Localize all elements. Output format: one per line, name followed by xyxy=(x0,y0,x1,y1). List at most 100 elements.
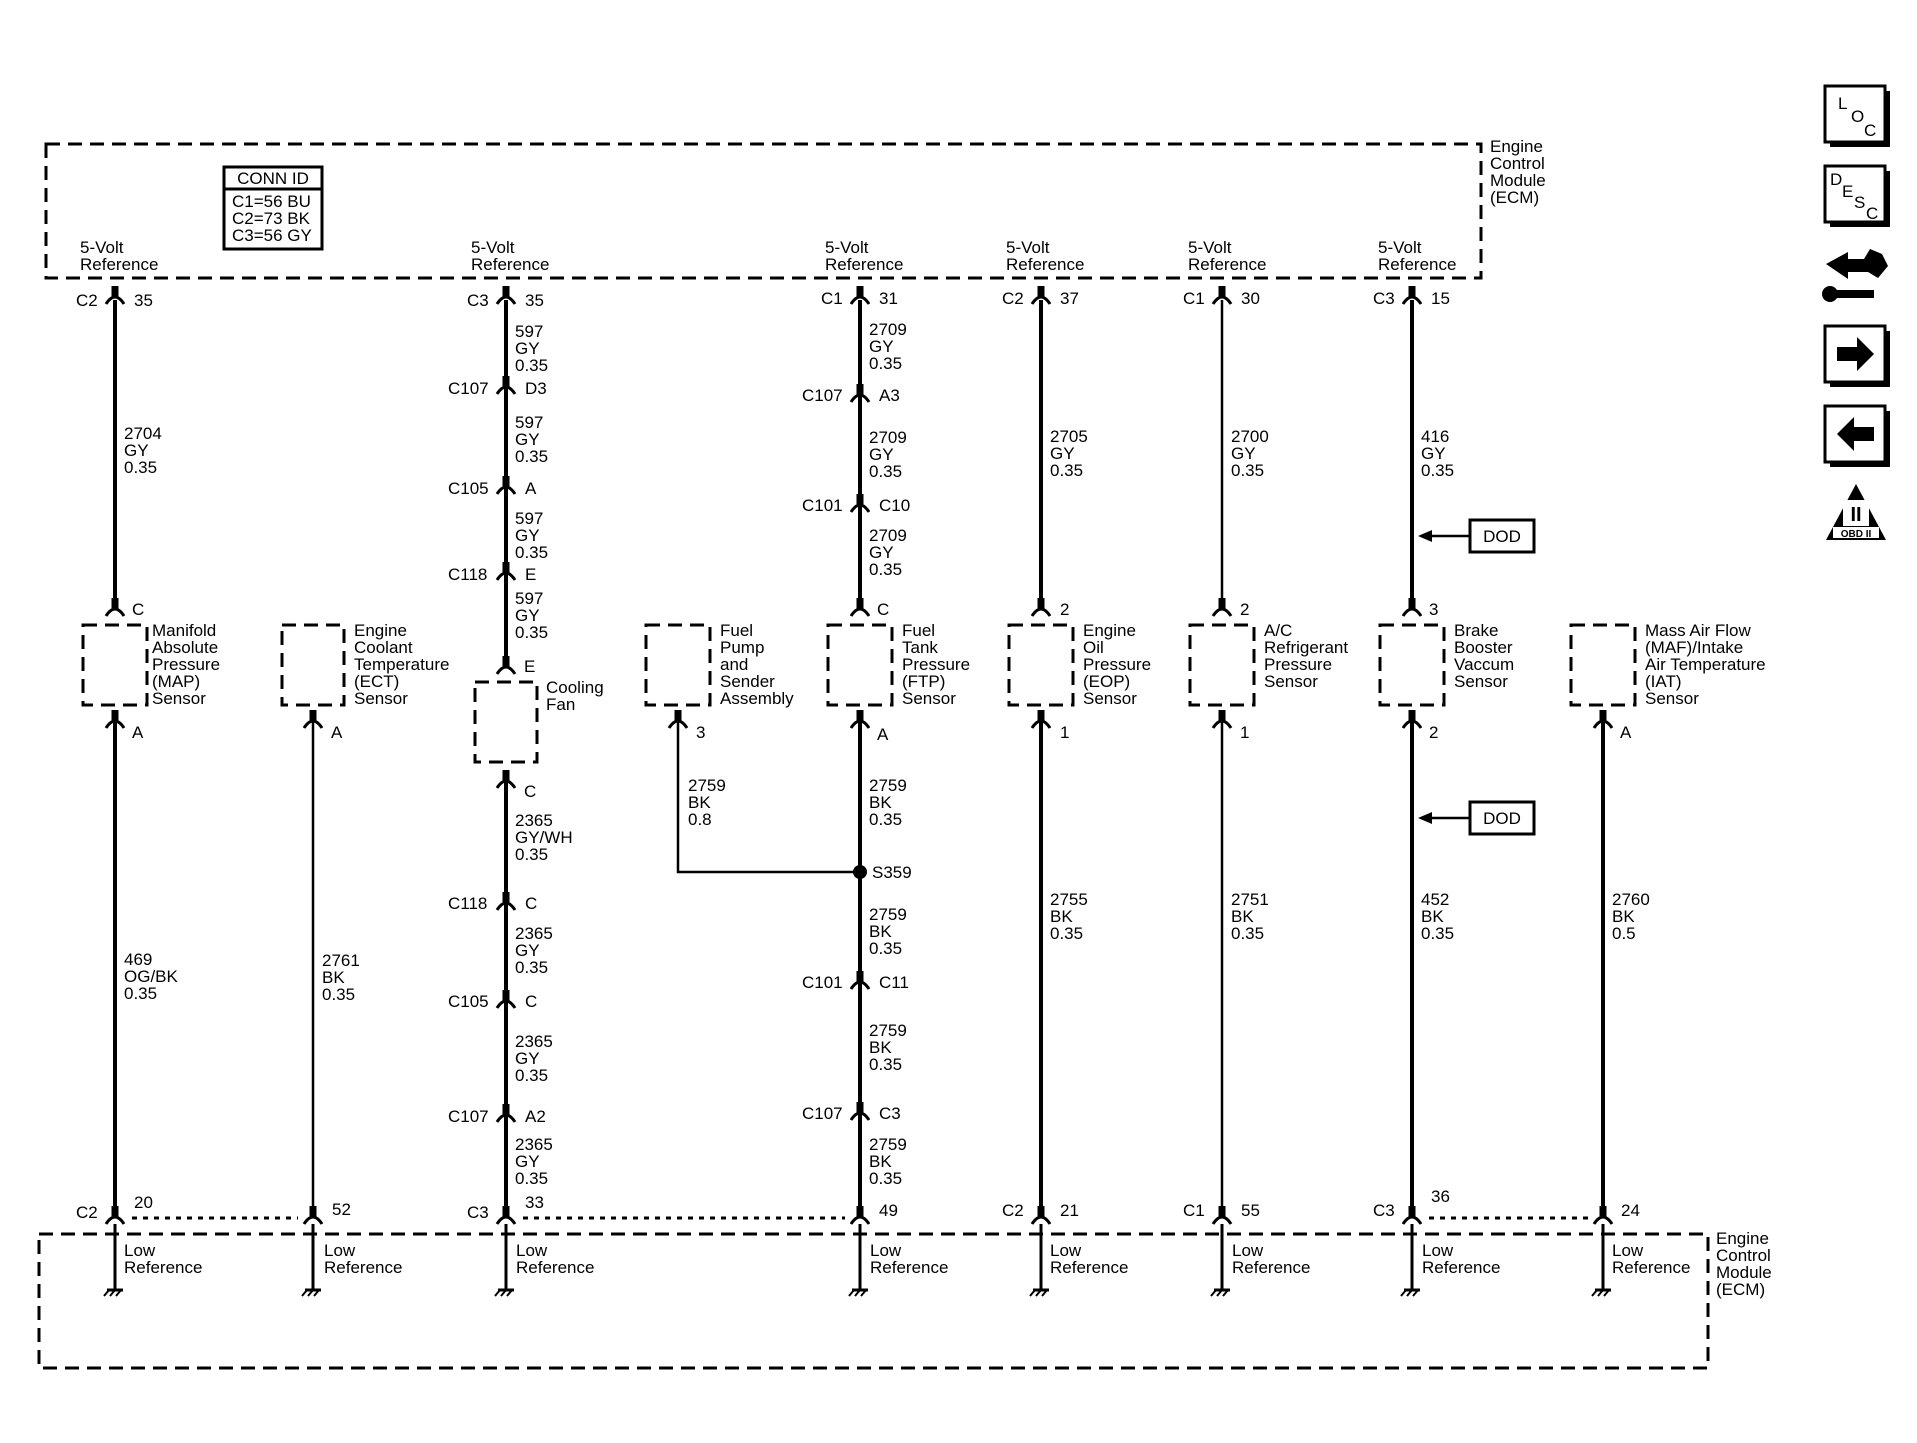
sensor-name: Pressure xyxy=(152,655,220,674)
connector-terminal xyxy=(495,476,517,495)
ecm-label-line: Engine xyxy=(1716,1229,1769,1248)
inline-conn: C107 xyxy=(802,1104,843,1123)
connector-terminal xyxy=(1030,1206,1052,1225)
inline-conn: C105 xyxy=(448,479,489,498)
sensor-name: Pressure xyxy=(1083,655,1151,674)
desc-icon[interactable]: D E S C xyxy=(1823,164,1890,227)
sensor-name: A/C xyxy=(1264,621,1292,640)
inline-conn: C107 xyxy=(448,1107,489,1126)
sensor-pin: 1 xyxy=(1060,723,1069,742)
low-ref-label: Reference xyxy=(870,1258,948,1277)
wire-label: BK xyxy=(869,793,892,812)
ref-label: 5-Volt xyxy=(825,238,869,257)
wire-label: BK xyxy=(322,968,345,987)
wire-label: 0.8 xyxy=(688,810,712,829)
ref-label: Reference xyxy=(1378,255,1456,274)
wire-label: 0.35 xyxy=(515,1169,548,1188)
sensor-pin: 2 xyxy=(1240,600,1249,619)
ground-symbol xyxy=(1029,1288,1049,1297)
dod-arrow-icon xyxy=(1418,812,1432,824)
loc-icon[interactable]: L O C xyxy=(1823,84,1890,147)
wire-label: BK xyxy=(869,1038,892,1057)
low-ref-label: Reference xyxy=(1050,1258,1128,1277)
top-conn: C1 xyxy=(1183,289,1205,308)
bottom-conn: C3 xyxy=(1373,1201,1395,1220)
wire-label: 2709 xyxy=(869,320,907,339)
icon-text: II xyxy=(1850,504,1861,526)
terminal-cup xyxy=(1211,719,1233,729)
connector-terminals xyxy=(104,286,1614,1225)
terminal-cup xyxy=(1211,607,1233,617)
wire-label: GY xyxy=(1050,444,1075,463)
connector-terminal xyxy=(849,384,871,403)
ecm-top-box xyxy=(44,142,1483,280)
icon-glyph xyxy=(1833,527,1879,538)
sensor-name: Temperature xyxy=(354,655,449,674)
sensor-name: (IAT) xyxy=(1645,672,1682,691)
terminal-cup xyxy=(849,607,871,617)
ground-tick xyxy=(109,1289,116,1297)
low-ref-label: Low xyxy=(870,1241,902,1260)
wire-label: 2705 xyxy=(1050,427,1088,446)
wire-label: 2759 xyxy=(869,905,907,924)
fuel-pump-box xyxy=(644,623,712,707)
dod-arrow-icon xyxy=(1418,530,1432,542)
ref-label: Reference xyxy=(471,255,549,274)
ground-symbol xyxy=(494,1288,514,1297)
icon-glyph xyxy=(1826,249,1888,279)
sensor-name: (MAP) xyxy=(152,672,200,691)
ecm-label-line: Module xyxy=(1490,171,1546,190)
sensor-name: Oil xyxy=(1083,638,1104,657)
conn-id-line: C3=56 GY xyxy=(232,226,312,245)
wiring-tool-icon[interactable] xyxy=(1822,249,1888,302)
bottom-pin: 21 xyxy=(1060,1201,1079,1220)
terminal-cup xyxy=(495,779,517,789)
connector-terminal xyxy=(849,971,871,990)
terminal-cup xyxy=(667,719,689,729)
ref-label: 5-Volt xyxy=(1188,238,1232,257)
connector-terminal xyxy=(849,710,871,729)
prev-arrow-icon[interactable] xyxy=(1823,404,1890,467)
obd-ii-icon[interactable]: II OBD II xyxy=(1826,484,1886,540)
terminal-cup xyxy=(302,1215,324,1225)
sensor-name: (EOP) xyxy=(1083,672,1130,691)
bottom-pin: 49 xyxy=(879,1201,898,1220)
wire-label: 2365 xyxy=(515,924,553,943)
bottom-pin: 33 xyxy=(525,1193,544,1212)
terminal-cup xyxy=(1211,295,1233,305)
wire-label: 2365 xyxy=(515,1135,553,1154)
dod-markers: DOD DOD xyxy=(1418,518,1536,836)
inline-conn: C107 xyxy=(448,379,489,398)
ref-label: Reference xyxy=(1006,255,1084,274)
sensor-pin: A xyxy=(877,725,889,744)
bottom-pin: 36 xyxy=(1431,1187,1450,1206)
next-arrow-icon[interactable] xyxy=(1823,324,1890,387)
ftp-sensor-box xyxy=(826,623,894,707)
wire-label: 0.35 xyxy=(124,984,157,1003)
connector-terminal xyxy=(849,494,871,513)
wire-label: GY xyxy=(515,941,540,960)
ground-tick xyxy=(1222,1289,1229,1297)
ground-tick xyxy=(1591,1289,1598,1297)
connector-terminal xyxy=(1211,710,1233,729)
wire-label: 2709 xyxy=(869,428,907,447)
wire-label: BK xyxy=(869,1152,892,1171)
wire-label: 597 xyxy=(515,589,543,608)
connector-terminal xyxy=(495,990,517,1009)
low-ref-label: Low xyxy=(1232,1241,1264,1260)
sensor-name: Sensor xyxy=(152,689,206,708)
sensor-name: Mass Air Flow xyxy=(1645,621,1752,640)
connector-terminal xyxy=(1211,598,1233,617)
icon-glyph xyxy=(1826,290,1874,298)
terminal-cup xyxy=(1401,607,1423,617)
nav-icons[interactable]: L O C D E S C II xyxy=(1822,84,1890,540)
bottom-conn: C2 xyxy=(1002,1201,1024,1220)
sensor-names: Manifold Absolute Pressure (MAP) Sensor … xyxy=(152,621,1766,714)
conn-id-line: C2=73 BK xyxy=(232,209,311,228)
icon-frame xyxy=(1823,84,1887,144)
wire-label: 0.35 xyxy=(869,354,902,373)
ground-tick xyxy=(500,1289,507,1297)
splice-dot xyxy=(853,865,867,879)
connector-terminal xyxy=(1401,286,1423,305)
connector-terminal xyxy=(849,1206,871,1225)
